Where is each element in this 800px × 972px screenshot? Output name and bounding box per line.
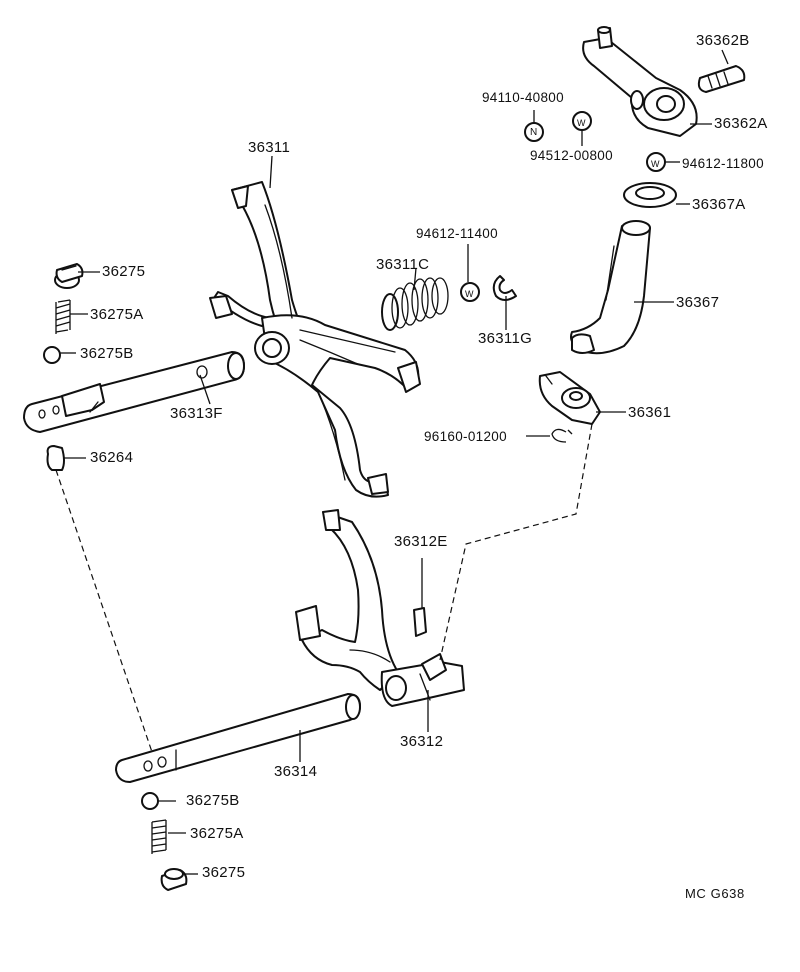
label-36312E: 36312E [394,533,448,550]
snap-ring-36311G [492,275,517,301]
label-94612-11800: 94612-11800 [682,156,764,171]
label-36275-top: 36275 [102,263,146,280]
e-ring-96160-01200 [551,428,573,443]
seal-36367A [623,182,677,208]
leader-lines [60,49,729,875]
label-94110-40800: 94110-40800 [482,90,564,105]
label-36264: 36264 [90,449,134,466]
label-36362B: 36362B [696,32,750,49]
bolt-36362B [697,65,746,93]
shift-rod-36314 [115,693,361,783]
nut-symbol [524,122,544,142]
label-94512-00800: 94512-00800 [530,148,613,163]
assembly-dash-rod [55,469,153,753]
label-36275A-top: 36275A [90,306,144,323]
spring-36275A-top [55,299,71,334]
label-36362A: 36362A [714,115,768,132]
shift-rod-36313F [23,351,245,433]
shift-fork-36312 [295,509,465,707]
label-94612-11400: 94612-11400 [416,226,498,241]
label-96160-01200: 96160-01200 [424,429,507,444]
lever-36362A [582,37,698,137]
label-36367A: 36367A [692,196,746,213]
shift-fork-36311 [209,181,421,498]
nut-symbol-letter: N [530,127,538,138]
ball-36275B-top [43,346,61,364]
label-36361: 36361 [628,404,672,421]
label-36275A-bot: 36275A [190,825,244,842]
label-36311C: 36311C [376,256,430,273]
label-36312: 36312 [400,733,444,750]
label-36367: 36367 [676,294,720,311]
washer-symbol-94612-11400 [460,282,480,302]
shaft-36367 [570,220,651,355]
plug-36275-top [54,263,84,289]
washer-symbol-letter-2: W [651,159,660,169]
label-36275B-bot: 36275B [186,792,240,809]
pin-36264 [46,445,65,471]
spring-36311C [381,277,449,331]
pin-36362A-top [597,26,613,49]
pin-36312E [413,607,427,637]
diagram-code: MC G638 [685,886,745,901]
label-36311: 36311 [248,139,291,156]
label-36314: 36314 [274,763,318,780]
washer-symbol-letter-1: W [577,118,586,128]
label-36313F: 36313F [170,405,223,422]
label-36311G: 36311G [478,330,533,347]
assembly-dash-lever [439,423,593,661]
label-36275-bot: 36275 [202,864,246,881]
plug-36275-bot [160,868,188,891]
washer-symbol-letter-3: W [465,289,474,299]
label-36275B-top: 36275B [80,345,134,362]
spring-36275A-bot [151,819,167,854]
lever-36361 [538,371,601,425]
ball-36275B-bot [141,792,159,810]
